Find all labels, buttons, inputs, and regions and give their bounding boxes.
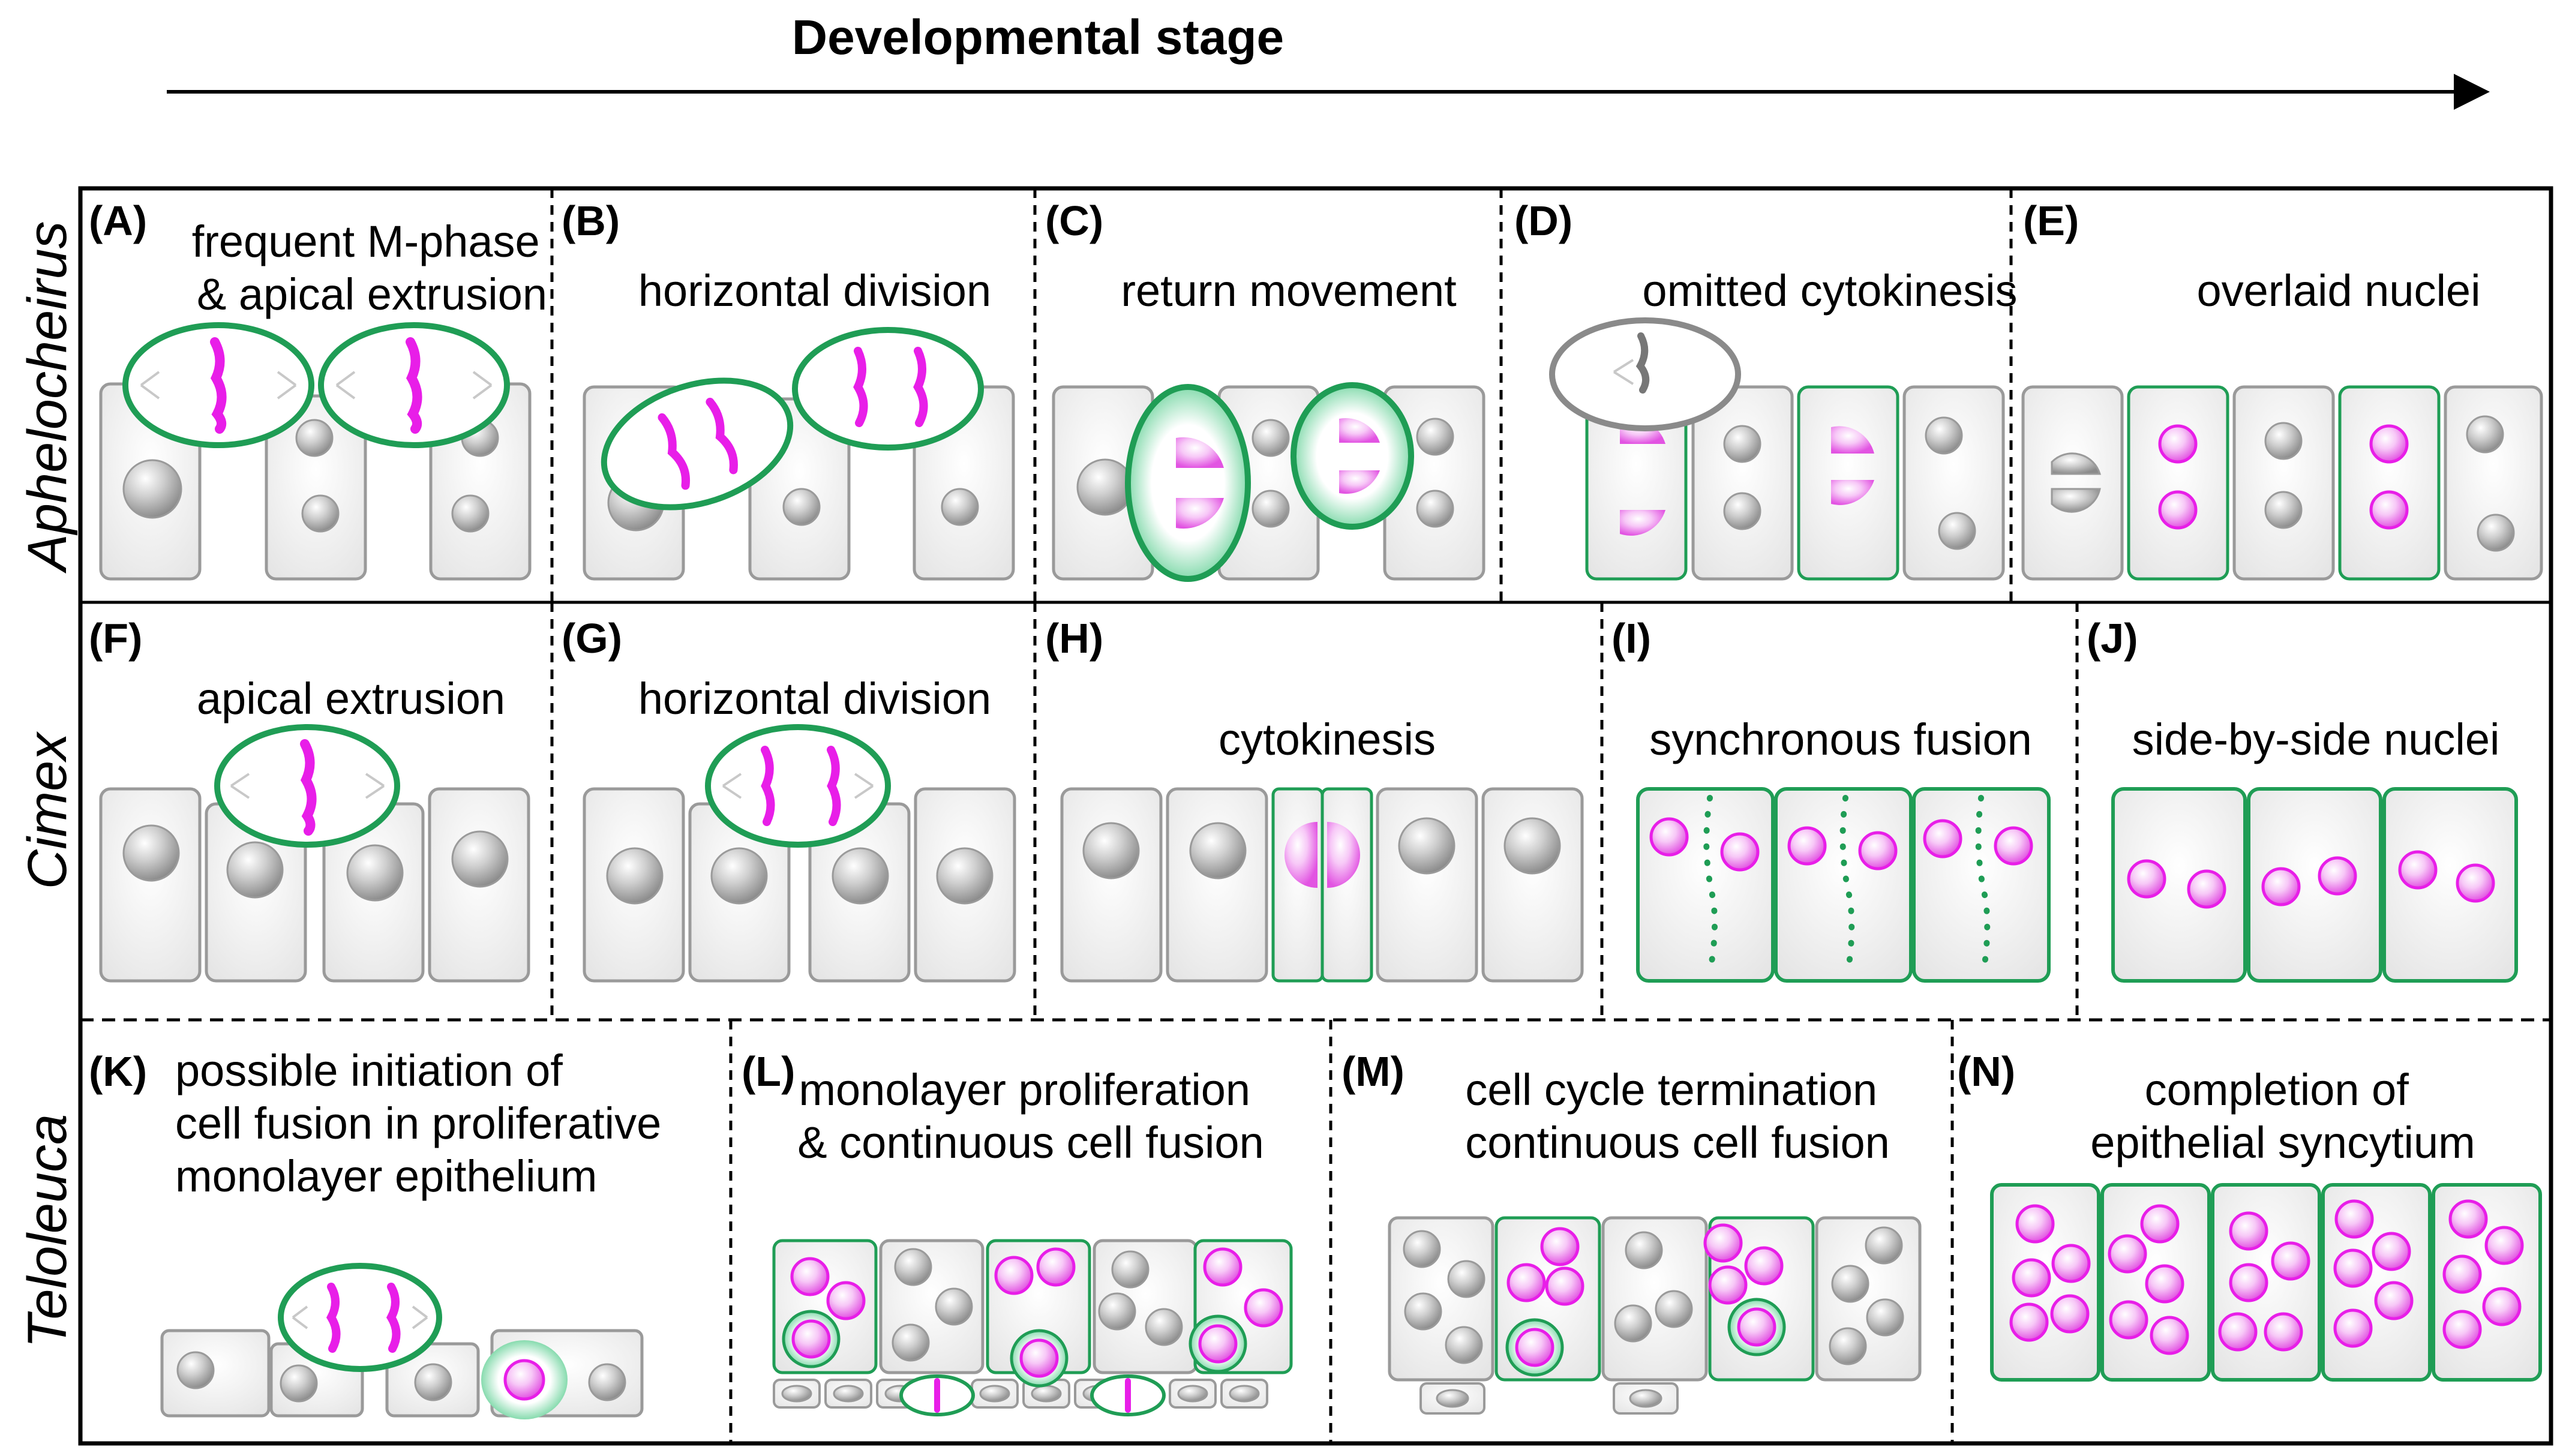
panel-f: (F) apical extrusion (89, 615, 505, 724)
panel-k-fusing-cell (481, 1340, 568, 1419)
panel-f-mitotic-cell (214, 724, 400, 848)
panel-title: apical extrusion (197, 674, 505, 724)
row-label-teloleuca: Teloleuca (17, 1114, 78, 1348)
row-label-cimex: Cimex (17, 731, 78, 890)
panel-i-nuclei (1649, 817, 2033, 872)
panel-label: (N) (1957, 1048, 2015, 1095)
panel-label: (F) (89, 615, 142, 662)
column-dividers (550, 188, 2079, 1443)
panel-d: (D) omitted cytokinesis (1514, 197, 2018, 316)
panel-title: synchronous fusion (1649, 715, 2032, 764)
panel-title: cytokinesis (1219, 715, 1436, 764)
outer-frame (78, 186, 2553, 1446)
panel-g: (G) horizontal division (562, 615, 991, 724)
panel-h-nuclei (1082, 817, 1561, 879)
panel-title: completion of epithelial syncytium (2090, 1065, 2475, 1167)
panel-m-magenta-nuclei (1506, 1223, 1784, 1306)
panel-title: possible initiation of cell fusion in pr… (175, 1046, 674, 1201)
panel-d-nuclei (1723, 416, 1976, 550)
panel-h-dividing-nuclei (1284, 822, 1360, 888)
panel-m-grey-nuclei (1403, 1226, 1904, 1365)
panel-c-nuclei (1076, 418, 1454, 528)
panel-a-mitotic-cells (122, 322, 510, 448)
panel-e-cells (2021, 385, 2543, 581)
panel-f-nuclei (122, 824, 509, 902)
panel-label: (L) (742, 1048, 795, 1095)
panel-i: (I) synchronous fusion (1611, 615, 2032, 764)
panel-e-magenta-nuclei (2158, 424, 2409, 530)
panel-d-grey-mitotic-cell (1549, 317, 1741, 431)
panel-label: (K) (89, 1048, 147, 1095)
panel-title: frequent M-phase & apical extrusion (192, 217, 553, 319)
panel-label: (B) (562, 197, 620, 244)
panel-k: (K) possible initiation of cell fusion i… (89, 1046, 674, 1201)
panel-e-grey-nuclei (2051, 415, 2515, 552)
panel-title: overlaid nuclei (2196, 266, 2480, 316)
panel-g-mitotic-cell (705, 724, 891, 848)
panel-b-mitotic-cells (601, 327, 984, 511)
panel-h-cells (1060, 787, 1584, 983)
panel-j: (J) side-by-side nuclei (2087, 615, 2499, 764)
panel-title: cell cycle termination continuous cell f… (1465, 1065, 1890, 1167)
panel-a: (A) frequent M-phase & apical extrusion (89, 197, 553, 319)
panel-label: (H) (1045, 615, 1103, 662)
panel-l-magenta-nuclei (790, 1247, 1283, 1328)
panel-label: (E) (2023, 197, 2079, 244)
panel-e: (E) overlaid nuclei (2023, 197, 2481, 316)
panel-k-nuclei (176, 1351, 626, 1403)
panel-j-nuclei (2127, 850, 2495, 909)
stage-title: Developmental stage (792, 10, 1284, 65)
panel-j-cells (2111, 787, 2518, 983)
panel-title: horizontal division (638, 674, 991, 724)
panel-label: (C) (1045, 197, 1103, 244)
panel-label: (G) (562, 615, 622, 662)
panel-title: return movement (1121, 266, 1457, 316)
panel-n: (N) completion of epithelial syncytium (1957, 1048, 2475, 1167)
panel-d-reforming-nuclei (1620, 418, 1874, 536)
panel-k-mitotic-cell (278, 1263, 442, 1372)
panel-c-returning-cells (1125, 382, 1414, 582)
stage-arrow-head (2454, 74, 2490, 110)
panel-m-fusing-cells (1505, 1298, 1786, 1377)
panel-label: (A) (89, 197, 147, 244)
panel-label: (D) (1514, 197, 1572, 244)
panel-l-basal-nuclei (781, 1385, 1260, 1403)
panel-a-nuclei (122, 419, 499, 533)
panel-l-fusing-cells (782, 1310, 1247, 1388)
panel-label: (M) (1341, 1048, 1404, 1095)
panel-title: monolayer proliferation & continuous cel… (797, 1065, 1264, 1167)
panel-label: (J) (2087, 615, 2138, 662)
panel-g-nuclei (606, 847, 994, 905)
panel-l-grey-nuclei (892, 1248, 1183, 1362)
panel-m: (M) cell cycle termination continuous ce… (1341, 1048, 1890, 1167)
panel-l-basal-mitoses (899, 1374, 1166, 1416)
panel-i-fusion-dots (1703, 795, 1991, 975)
panel-label: (I) (1611, 615, 1651, 662)
panel-h: (H) cytokinesis (1045, 615, 1436, 764)
panel-l: (L) monolayer proliferation & continuous… (742, 1048, 1264, 1167)
panel-b: (B) horizontal division (562, 197, 991, 316)
panel-n-magenta-nuclei (2009, 1199, 2524, 1355)
panel-f-cells (99, 787, 530, 983)
panel-title: horizontal division (638, 266, 991, 316)
panel-title: side-by-side nuclei (2132, 715, 2500, 764)
row-label-aphelocheirus: Aphelocheirus (17, 221, 78, 574)
panel-c: (C) return movement (1045, 197, 1457, 316)
panel-title: omitted cytokinesis (1642, 266, 2017, 316)
panel-m-basal-nuclei (1436, 1389, 1662, 1408)
